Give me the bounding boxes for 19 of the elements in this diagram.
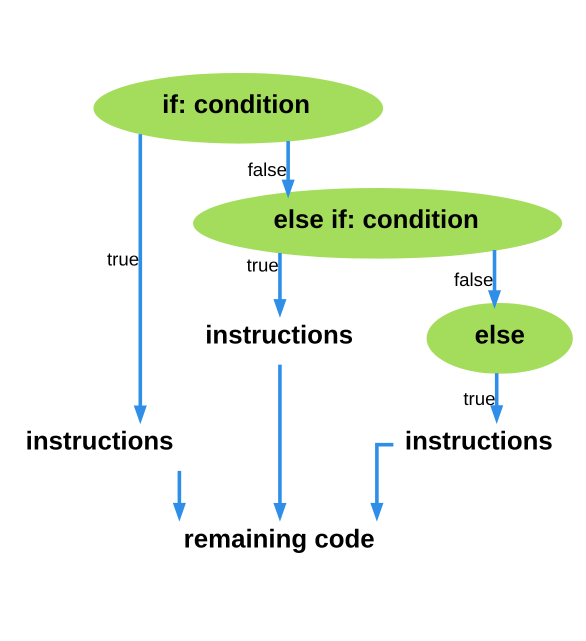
arrow <box>282 140 295 198</box>
arrow <box>273 364 286 522</box>
edge-label: true <box>463 388 496 409</box>
arrow <box>488 250 502 308</box>
node-ellipse: else <box>426 302 573 374</box>
edge-label: true <box>106 248 140 270</box>
arrow <box>273 252 286 318</box>
node-text: instructions <box>404 427 553 456</box>
arrow <box>172 470 186 522</box>
node-text: instructions <box>26 427 174 456</box>
arrow <box>490 372 504 424</box>
node-text: remaining code <box>184 524 375 553</box>
node-ellipse: else if: condition <box>193 188 562 258</box>
node-text: instructions <box>205 320 354 349</box>
edge-label: false <box>454 268 494 290</box>
node-ellipse: if: condition <box>93 72 384 144</box>
arrow <box>134 134 147 424</box>
edge-label: false <box>248 158 288 180</box>
arrow <box>370 442 394 522</box>
